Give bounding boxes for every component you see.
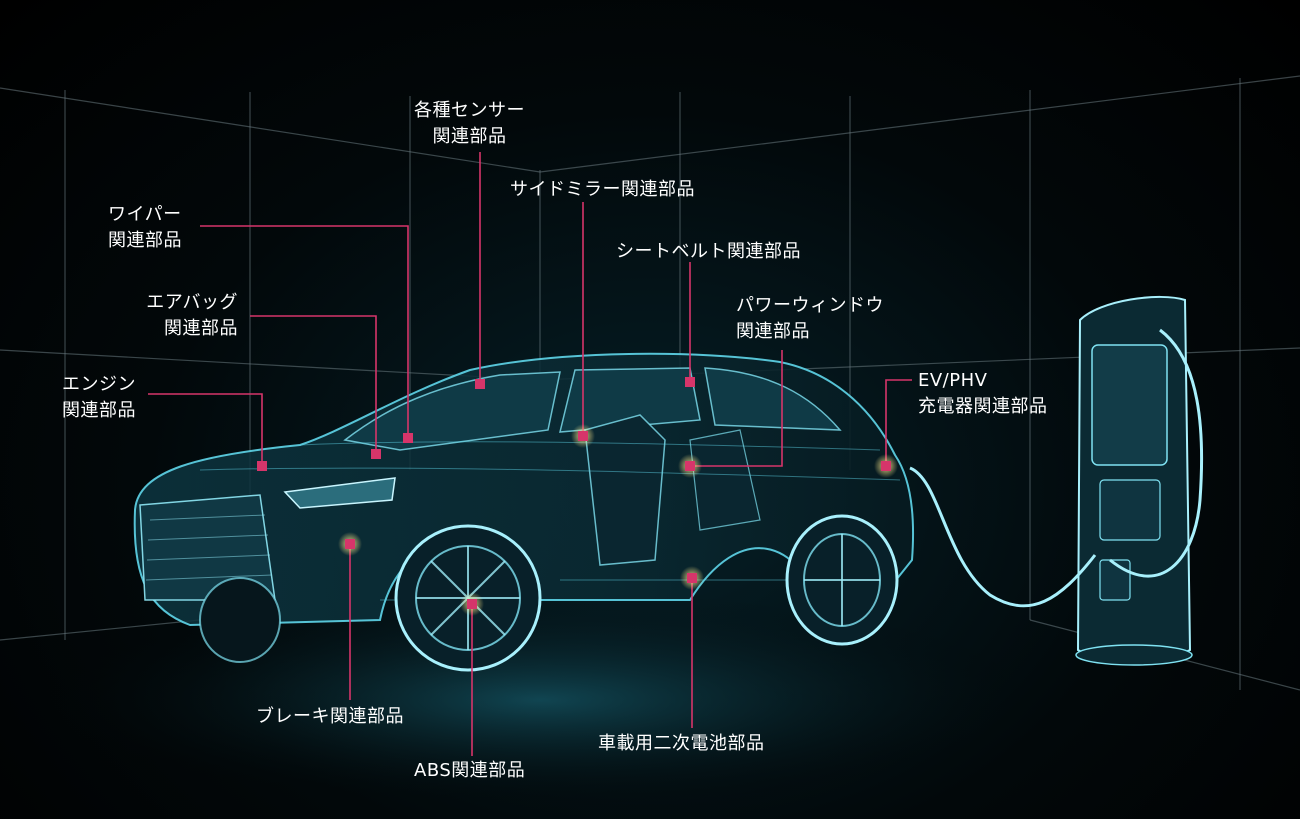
callout-sidemirror-line1: サイドミラー関連部品 — [510, 179, 695, 200]
marker-airbag-dot — [371, 449, 381, 459]
callout-seatbelt-line1: シートベルト関連部品 — [616, 241, 801, 262]
ev-charger — [909, 295, 1204, 666]
marker-battery-dot — [680, 566, 704, 590]
callout-charger-line1: EV/PHV — [918, 370, 988, 391]
callout-battery-line1: 車載用二次電池部品 — [598, 733, 765, 754]
callout-wiper-line2: 関連部品 — [108, 230, 182, 251]
marker-powerwindow-dot — [678, 454, 702, 478]
callout-powerwindow-line2: 関連部品 — [736, 321, 810, 342]
marker-engine-dot — [257, 461, 267, 471]
callout-engine-line2: 関連部品 — [62, 400, 136, 421]
callout-wiper-line1: ワイパー — [108, 204, 182, 225]
callout-airbag: エアバッグ 関連部品 — [130, 290, 238, 342]
callout-engine: エンジン 関連部品 — [62, 372, 136, 424]
marker-sidemirror-dot — [571, 424, 595, 448]
callout-airbag-line2: 関連部品 — [164, 318, 238, 339]
callout-abs-line1: ABS関連部品 — [414, 760, 526, 781]
callout-powerwindow-line1: パワーウィンドウ — [736, 295, 884, 316]
car-wireframe — [133, 352, 914, 627]
callout-seatbelt: シートベルト関連部品 — [616, 239, 801, 265]
marker-sensor-dot — [475, 379, 485, 389]
leader-lines — [148, 152, 912, 756]
callout-charger: EV/PHV 充電器関連部品 — [918, 368, 1048, 420]
floor-reflection — [20, 590, 1060, 810]
callout-abs: ABS関連部品 — [414, 758, 525, 784]
callout-airbag-line1: エアバッグ — [146, 292, 238, 313]
callout-brake: ブレーキ関連部品 — [256, 704, 404, 730]
callout-sidemirror: サイドミラー関連部品 — [510, 177, 695, 203]
marker-seatbelt-dot — [685, 377, 695, 387]
markers — [257, 377, 898, 616]
callout-battery: 車載用二次電池部品 — [598, 731, 765, 757]
leader-powerwindow — [690, 350, 783, 467]
front-left-wheel — [199, 577, 281, 663]
leader-engine — [148, 393, 263, 466]
callout-sensor-line2: 関連部品 — [432, 126, 507, 147]
callout-engine-line1: エンジン — [62, 374, 136, 395]
callout-powerwindow: パワーウィンドウ 関連部品 — [736, 293, 884, 345]
callout-brake-line1: ブレーキ関連部品 — [256, 706, 404, 727]
marker-brake-dot — [338, 532, 362, 556]
leader-wiper — [200, 225, 409, 438]
leader-airbag — [250, 315, 377, 454]
callout-charger-line2: 充電器関連部品 — [918, 396, 1048, 417]
marker-charger-dot — [874, 454, 898, 478]
marker-wiper-dot — [403, 433, 413, 443]
marker-abs-dot — [460, 592, 484, 616]
rear-wheel — [785, 514, 899, 646]
callout-sensor: 各種センサー 関連部品 — [414, 98, 525, 150]
callout-wiper: ワイパー 関連部品 — [108, 202, 182, 254]
leader-charger — [885, 379, 912, 466]
callout-sensor-line1: 各種センサー — [414, 100, 525, 121]
